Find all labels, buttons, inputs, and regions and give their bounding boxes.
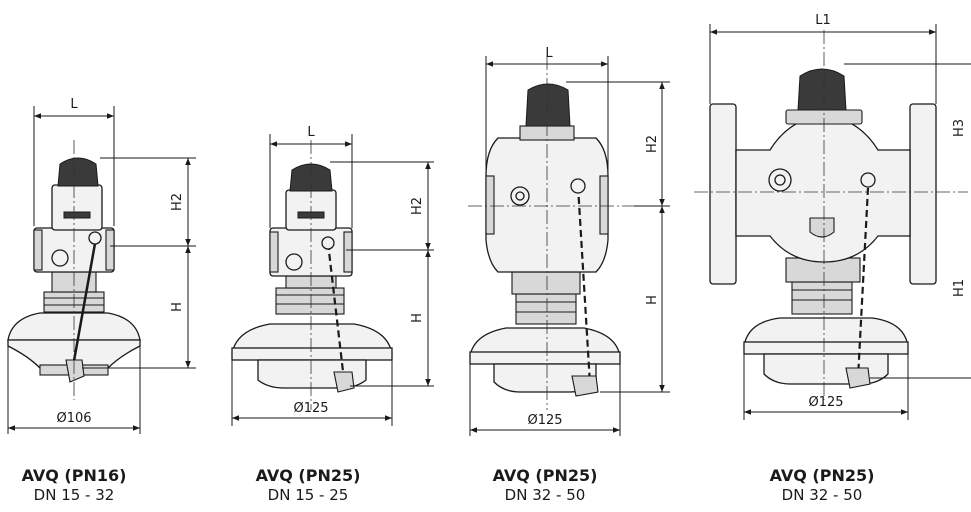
valve-4-drawing	[694, 30, 968, 400]
valve-3-diameter-label: Ø125	[527, 413, 562, 428]
valve-1-dn-range: DN 15 - 32	[33, 486, 115, 504]
valve-3-upper-label: H2	[645, 135, 660, 153]
valve-1-dimensions: L H2 H Ø106	[7, 97, 196, 434]
valve-4-title: AVQ (PN25)	[769, 466, 875, 485]
valve-3-dn-range: DN 32 - 50	[504, 486, 586, 504]
valve-1-drawing	[7, 140, 141, 400]
valve-4-diameter-label: Ø125	[808, 395, 843, 410]
valve-2-lower-label: H	[410, 313, 425, 323]
valve-4-lower-label: H1	[952, 279, 967, 297]
valve-4-dn-range: DN 32 - 50	[781, 486, 863, 504]
valve-4-caption: AVQ (PN25) DN 32 - 50	[732, 466, 912, 505]
valve-2-diameter-label: Ø125	[293, 401, 328, 416]
valve-3-title: AVQ (PN25)	[492, 466, 598, 485]
valve-1-width-label: L	[70, 97, 78, 112]
valve-3-drawing	[468, 56, 634, 410]
valve-2-dn-range: DN 15 - 25	[267, 486, 349, 504]
valve-2-drawing	[231, 140, 393, 410]
valve-2-width-label: L	[307, 125, 315, 140]
valve-2-dimensions: L H2 H Ø125	[231, 125, 434, 426]
valve-4-dimensions: L1 H3 H1 Ø125	[709, 13, 971, 420]
valve-3-lower-label: H	[645, 295, 660, 305]
valve-2-upper-label: H2	[410, 197, 425, 215]
valve-1-title: AVQ (PN16)	[21, 466, 127, 485]
valve-1-diameter-label: Ø106	[56, 411, 91, 426]
valve-1-upper-label: H2	[170, 193, 185, 211]
valve-2-title: AVQ (PN25)	[255, 466, 361, 485]
valve-3-width-label: L	[545, 46, 553, 61]
valve-1-caption: AVQ (PN16) DN 15 - 32	[0, 466, 164, 505]
valve-4-upper-label: H3	[952, 119, 967, 137]
valve-1-lower-label: H	[170, 302, 185, 312]
valve-3-dimensions: L H2 H Ø125	[469, 46, 670, 436]
valve-2-caption: AVQ (PN25) DN 15 - 25	[218, 466, 398, 505]
valve-3-caption: AVQ (PN25) DN 32 - 50	[455, 466, 635, 505]
valve-4-width-label: L1	[815, 13, 831, 28]
